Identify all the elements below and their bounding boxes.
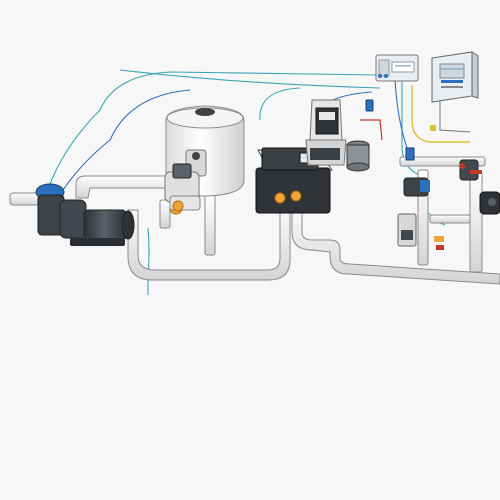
red-band-2 xyxy=(470,170,482,174)
pipes xyxy=(9,156,500,285)
teal-cable-top xyxy=(44,71,381,199)
flow-switch-1 xyxy=(405,147,415,161)
yellow-cable xyxy=(411,85,470,143)
pump-base xyxy=(70,238,125,246)
orange-union-right xyxy=(434,236,444,242)
red-indicator xyxy=(459,163,465,169)
multiport-valve xyxy=(164,163,201,215)
teal-cable-top-2 xyxy=(119,69,381,89)
pump-motor-end xyxy=(121,210,135,240)
chemical-canister xyxy=(346,140,370,172)
heatpump-outlet-pipe xyxy=(291,199,500,285)
pump-inlet-pipe xyxy=(9,192,41,206)
red-cable xyxy=(360,119,383,141)
filter-leg-right xyxy=(204,194,216,256)
teal-cable-down xyxy=(147,227,150,295)
right-pipe-vertical-2 xyxy=(469,171,483,273)
right-equipment xyxy=(397,125,500,250)
blue-valve-small xyxy=(365,99,374,112)
pump-volute xyxy=(59,199,87,239)
heatpump-orange-port-1 xyxy=(274,192,286,204)
filter-leg-left xyxy=(159,199,171,229)
pump-to-filter-pipe xyxy=(75,175,166,199)
electrical-panel xyxy=(431,51,479,103)
panel-yellow-clip xyxy=(430,125,436,131)
right-pipe-horizontal-2 xyxy=(429,214,471,224)
red-band-1 xyxy=(436,245,444,250)
filter-pressure-gauge xyxy=(192,152,200,160)
pump-motor xyxy=(83,209,127,241)
heatpump-front xyxy=(255,167,331,214)
heatpump-orange-port-2 xyxy=(290,190,302,202)
wall-control-box xyxy=(375,54,419,82)
dosing-pump-blue xyxy=(420,180,430,192)
filter-tank-cap xyxy=(195,108,215,116)
panel-marks xyxy=(395,65,463,70)
grey-cable-panel xyxy=(439,100,471,133)
teal-cable-filter xyxy=(259,87,301,121)
handcart-controller xyxy=(305,99,347,166)
pool-pump xyxy=(35,183,135,246)
